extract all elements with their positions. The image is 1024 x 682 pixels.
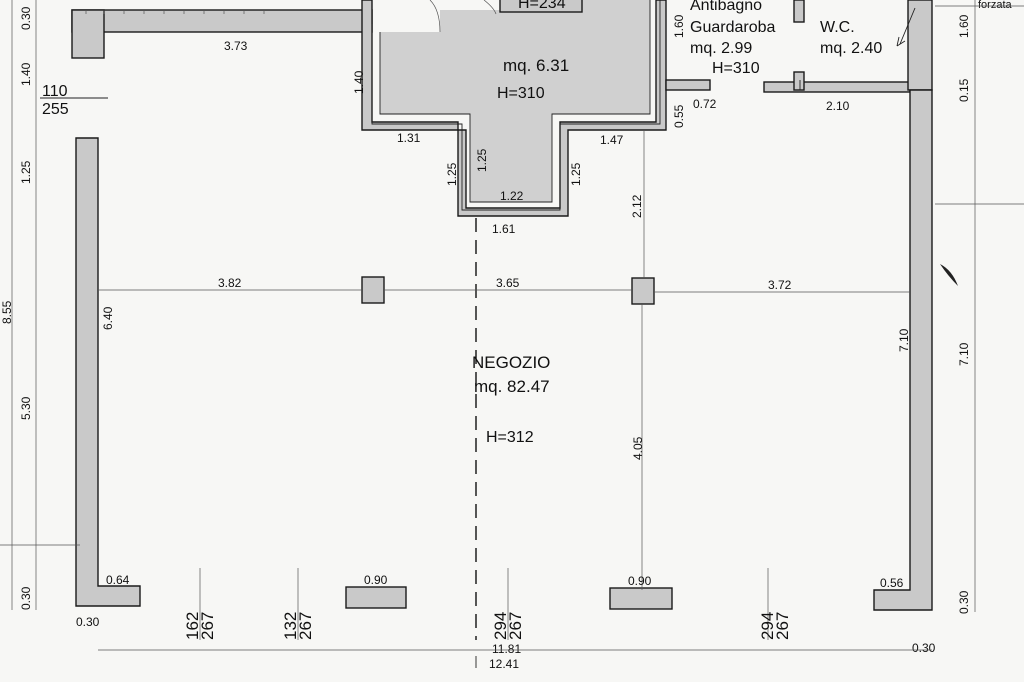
negozio-height: H=312	[486, 429, 534, 446]
central-room-height: H=310	[497, 85, 545, 102]
dim-056: 0.56	[880, 576, 904, 590]
dim-090a: 0.90	[364, 573, 388, 587]
left-530: 5.30	[19, 396, 33, 420]
pier-right	[609, 587, 673, 610]
win-294b: 294	[758, 612, 777, 640]
dim-147: 1.47	[600, 133, 624, 147]
pier-left	[345, 586, 407, 609]
dim-1241: 12.41	[489, 657, 519, 671]
right-160: 1.60	[957, 14, 971, 38]
height-110: 110	[42, 83, 68, 100]
wc-area: mq. 2.40	[820, 40, 882, 57]
dim-640: 6.40	[101, 306, 115, 330]
dim-030-bl: 0.30	[76, 615, 100, 629]
guardaroba-area: mq. 2.99	[690, 40, 752, 57]
right-710: 7.10	[957, 342, 971, 366]
negozio-area: mq. 82.47	[474, 377, 550, 396]
wc-title: W.C.	[820, 19, 855, 36]
dim-122: 1.22	[500, 189, 524, 203]
win-132: 132	[281, 612, 300, 640]
left-140: 1.40	[19, 62, 33, 86]
right-wall	[873, 89, 933, 611]
dim-161: 1.61	[492, 222, 516, 236]
top-room-height: H=234	[518, 0, 566, 12]
win-267c: 267	[506, 612, 525, 640]
ink-mark	[940, 264, 958, 286]
dim-372: 3.72	[768, 278, 792, 292]
win-162: 162	[183, 612, 202, 640]
dim-382: 3.82	[218, 276, 242, 290]
dim-373: 3.73	[224, 39, 248, 53]
dim-710: 7.10	[897, 328, 911, 352]
left-030-top: 0.30	[19, 6, 33, 30]
win-267d: 267	[773, 612, 792, 640]
central-room-area: mq. 6.31	[503, 56, 569, 75]
left-855: 8.55	[0, 300, 14, 324]
dim-030-br: 0.30	[912, 641, 936, 655]
left-wall	[75, 137, 141, 607]
dim-405: 4.05	[631, 436, 645, 460]
right-030: 0.30	[957, 590, 971, 614]
dim-140: 1.40	[352, 70, 366, 94]
dim-160: 1.60	[672, 14, 686, 38]
antibagno-title: Antibagno	[690, 0, 762, 14]
dim-090b: 0.90	[628, 574, 652, 588]
central-room: H=234 mq. 6.31 H=310	[361, 0, 667, 217]
guardaroba-title: Guardaroba	[690, 19, 775, 36]
column-left	[361, 276, 385, 304]
dim-1181: 11.81	[492, 642, 521, 656]
guardaroba-height: H=310	[712, 60, 760, 77]
left-125: 1.25	[19, 160, 33, 184]
win-267a: 267	[198, 612, 217, 640]
dim-125c: 1.25	[569, 162, 583, 186]
height-255: 255	[42, 101, 69, 118]
negozio-title: NEGOZIO	[472, 353, 550, 372]
win-294a: 294	[491, 612, 510, 640]
dim-210: 2.10	[826, 99, 850, 113]
right-015: 0.15	[957, 78, 971, 102]
dim-055: 0.55	[672, 104, 686, 128]
top-right-label: forzata	[978, 0, 1013, 11]
dim-072: 0.72	[693, 97, 717, 111]
dim-131: 1.31	[397, 131, 421, 145]
service-block: Antibagno Guardaroba mq. 2.99 H=310 W.C.…	[665, 0, 933, 93]
dim-064: 0.64	[106, 573, 130, 587]
dim-125b: 1.25	[475, 148, 489, 172]
column-right	[631, 277, 655, 305]
dim-125a: 1.25	[445, 162, 459, 186]
dim-212: 2.12	[630, 194, 644, 218]
left-030-bot: 0.30	[19, 586, 33, 610]
win-267b: 267	[296, 612, 315, 640]
dim-365: 3.65	[496, 276, 520, 290]
